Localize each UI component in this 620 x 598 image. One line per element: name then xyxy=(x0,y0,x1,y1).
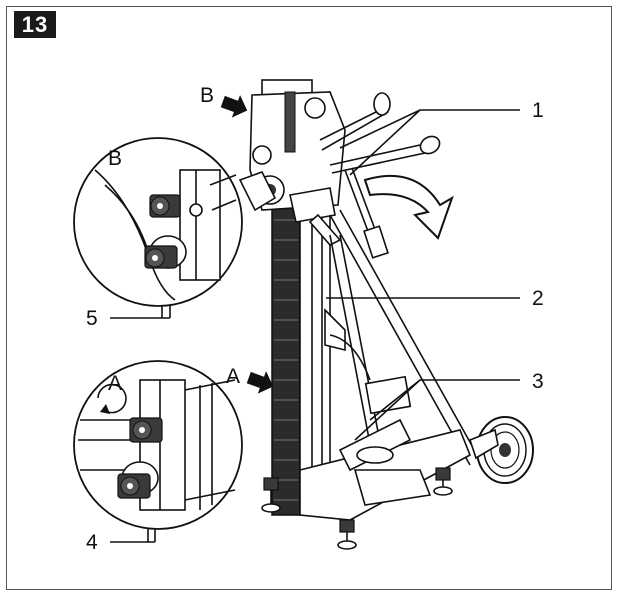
figure-number-badge: 13 xyxy=(14,11,56,38)
leveling-screw xyxy=(337,519,357,550)
detail-view-a xyxy=(73,360,243,530)
view-label-b: B xyxy=(200,84,214,107)
rotation-arrow-icon xyxy=(363,174,454,240)
transport-wheel xyxy=(469,416,534,484)
detail-label-b: B xyxy=(108,147,122,170)
leveling-screw xyxy=(261,477,281,513)
leveling-screw xyxy=(433,467,453,496)
rotate-direction-icon xyxy=(97,383,127,414)
callout-label-2: 2 xyxy=(532,287,544,310)
detail-view-b xyxy=(73,137,243,307)
callout-label-1: 1 xyxy=(532,99,544,122)
base-plate xyxy=(261,418,472,550)
hex-bolt-lower xyxy=(144,235,187,269)
view-b-arrow-icon xyxy=(220,95,248,118)
callout-label-3: 3 xyxy=(532,370,544,393)
feed-handles xyxy=(319,92,441,259)
view-label-a: A xyxy=(226,365,240,388)
support-struts xyxy=(324,209,481,471)
view-a-arrow-icon xyxy=(246,371,274,394)
hex-bolt-upper xyxy=(149,194,181,218)
detail-label-a: A xyxy=(108,372,122,395)
callout-label-5: 5 xyxy=(86,307,98,330)
hex-bolt-lower xyxy=(117,461,159,499)
carriage xyxy=(238,91,346,246)
callout-label-4: 4 xyxy=(86,531,98,554)
hex-bolt-upper xyxy=(129,417,163,443)
